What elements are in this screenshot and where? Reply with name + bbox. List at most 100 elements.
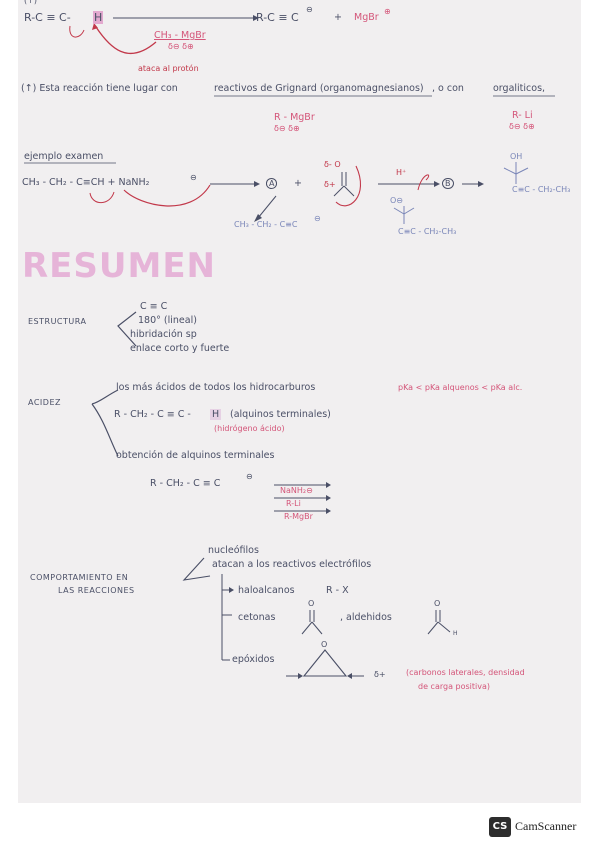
grignard-right-charges: δ⊖ δ⊕ xyxy=(509,122,535,131)
camscanner-logo-icon: CS xyxy=(489,817,511,837)
estructura-item-2: 180° (lineal) xyxy=(138,315,197,326)
proton-curve xyxy=(417,174,430,191)
top-byproduct-charge: ⊕ xyxy=(384,7,391,16)
acidez-reagent-3: R-MgBr xyxy=(284,512,313,521)
epoxide-o: O xyxy=(321,640,328,649)
acidez-brace-lower xyxy=(91,403,119,457)
exam-carbonyl-delta-plus: δ+ xyxy=(324,180,336,189)
acidez-line-2-prefix: R - CH₂ - C ≡ C - xyxy=(114,409,191,420)
acidez-reagent-arrowhead-3 xyxy=(326,508,331,514)
exam-anion-charge: ⊖ xyxy=(314,214,321,223)
epoxide-note-2: de carga positiva) xyxy=(418,682,490,691)
ketone-o: O xyxy=(308,599,315,608)
top-reactant: R-C ≡ C- xyxy=(24,11,71,24)
grignard-left-formula: R - MgBr xyxy=(274,112,315,123)
top-product-charge: ⊖ xyxy=(306,5,313,14)
exam-arrowhead-2 xyxy=(434,181,440,187)
exam-carbonyl-charges: δ- O xyxy=(324,160,341,169)
grignard-text-prefix: (↑) Esta reacción tiene lugar con xyxy=(21,83,178,94)
acidez-line-2-h: H xyxy=(210,409,222,420)
camscanner-brand: CamScanner xyxy=(515,819,577,833)
acidez-line-2-suffix: (alquinos terminales) xyxy=(230,409,331,420)
top-proton: H xyxy=(93,11,104,24)
acidez-reagent-arrowhead-2 xyxy=(326,495,331,501)
attack-curve-arrowhead xyxy=(92,23,98,30)
aldehyde-o: O xyxy=(434,599,441,608)
acidez-pka-note: pKa < pKa alquenos < pKa alc. xyxy=(398,383,523,392)
alkoxide-bond-right xyxy=(403,207,415,215)
exam-diagonal-arrow xyxy=(257,195,277,219)
exam-plus: + xyxy=(294,178,302,189)
comportamiento-brace xyxy=(182,557,211,581)
top-product: R-C ≡ C xyxy=(256,11,299,24)
exam-reactant-charge: ⊖ xyxy=(190,173,197,182)
aldehyde-left xyxy=(427,621,439,635)
tree-branch-arrow-1 xyxy=(229,587,234,593)
exam-label-a: A xyxy=(266,178,278,189)
exam-arrowhead-3 xyxy=(478,181,484,187)
attack-curve-red xyxy=(95,26,157,54)
estructura-item-1: C ≡ C xyxy=(140,301,168,312)
electron-curve-top xyxy=(69,25,85,38)
acidez-reagent-2: R-Li xyxy=(286,499,301,508)
aldehyde-h: H xyxy=(453,630,458,637)
alcohol-bond-right xyxy=(515,167,529,175)
exam-diagonal-arrowhead xyxy=(254,214,262,222)
acidez-line-2-note: (hidrógeno ácido) xyxy=(214,424,285,433)
exam-alkoxide-chain: C≡C - CH₂-CH₃ xyxy=(398,227,457,236)
reaction-arrowhead-top xyxy=(253,15,259,21)
epoxide-delta: δ+ xyxy=(374,670,386,679)
exam-arrowhead-1 xyxy=(254,181,260,187)
exam-electron-curve xyxy=(89,191,115,204)
grignard-text-link2: orgaliticos, xyxy=(493,83,546,94)
comportamiento-head-2: atacan a los reactivos electrófilos xyxy=(212,559,372,570)
top-reagent: CH₃ - MgBr xyxy=(154,30,206,41)
exam-alkoxide: O⊖ xyxy=(390,196,403,205)
grignard-text-link1: reactivos de Grignard (organomagnesianos… xyxy=(214,83,424,94)
epoxide-triangle xyxy=(302,649,348,677)
acidez-product-charge: ⊖ xyxy=(246,472,253,481)
acidez-line-3: obtención de alquinos terminales xyxy=(116,450,275,461)
comportamiento-item-2a: cetonas xyxy=(238,612,276,623)
estructura-label: ESTRUCTURA xyxy=(28,317,87,326)
acidez-reagent-arrowhead-1 xyxy=(326,482,331,488)
acidez-brace-upper xyxy=(91,389,119,405)
carbonyl-attack-curve xyxy=(335,165,362,207)
comportamiento-label-1: COMPORTAMIENTO EN xyxy=(30,573,129,582)
ketone-right xyxy=(311,621,323,635)
exam-heading: ejemplo examen xyxy=(24,151,104,162)
comportamiento-item-1: haloalcanos xyxy=(238,585,295,596)
exam-alcohol-chain: C≡C - CH₂-CH₃ xyxy=(512,185,571,194)
estructura-brace xyxy=(117,311,137,347)
comportamiento-item-3: epóxidos xyxy=(232,654,275,665)
top-reagent-charges: δ⊖ δ⊕ xyxy=(168,42,194,51)
top-byproduct: MgBr xyxy=(354,12,379,23)
top-plus: + xyxy=(334,12,342,23)
alcohol-bond-left xyxy=(503,167,517,175)
grignard-left-charges: δ⊖ δ⊕ xyxy=(274,124,300,133)
grignard-text-mid: , o con xyxy=(432,83,464,94)
exam-acid: H⁺ xyxy=(396,168,407,177)
exam-label-b: B xyxy=(442,178,454,189)
acidez-reagent-1: NaNH₂⊖ xyxy=(280,486,313,495)
epoxide-arrowhead-right xyxy=(347,673,352,679)
carbonyl-right-bond xyxy=(343,185,355,197)
acidez-product: R - CH₂ - C ≡ C xyxy=(150,478,221,489)
alkoxide-bond-left xyxy=(393,207,405,215)
comportamiento-item-1-formula: R - X xyxy=(326,585,349,596)
exam-reactants: CH₃ - CH₂ - C≡CH + NaNH₂ xyxy=(22,177,150,188)
comportamiento-label-2: LAS REACCIONES xyxy=(58,586,135,595)
epoxide-arrowhead-left xyxy=(298,673,303,679)
exam-attack-curve xyxy=(123,184,211,207)
exam-alcohol-oh: OH xyxy=(510,152,523,161)
grignard-right-formula: R- Li xyxy=(512,110,533,121)
estructura-item-3: hibridación sp xyxy=(130,329,197,340)
page-title: RESUMEN xyxy=(22,246,217,286)
ketone-left xyxy=(301,621,313,635)
acidez-line-1: los más ácidos de todos los hidrocarburo… xyxy=(116,382,316,393)
carbonyl-left-bond xyxy=(333,185,345,197)
comportamiento-head-1: nucleófilos xyxy=(208,545,259,556)
exam-anion-product: CH₃ - CH₂ - C≡C xyxy=(234,220,298,229)
notebook-page: (↑) R-C ≡ C- H R-C ≡ C ⊖ + MgBr ⊕ CH₃ - … xyxy=(18,0,581,803)
aldehyde-right xyxy=(437,621,451,633)
